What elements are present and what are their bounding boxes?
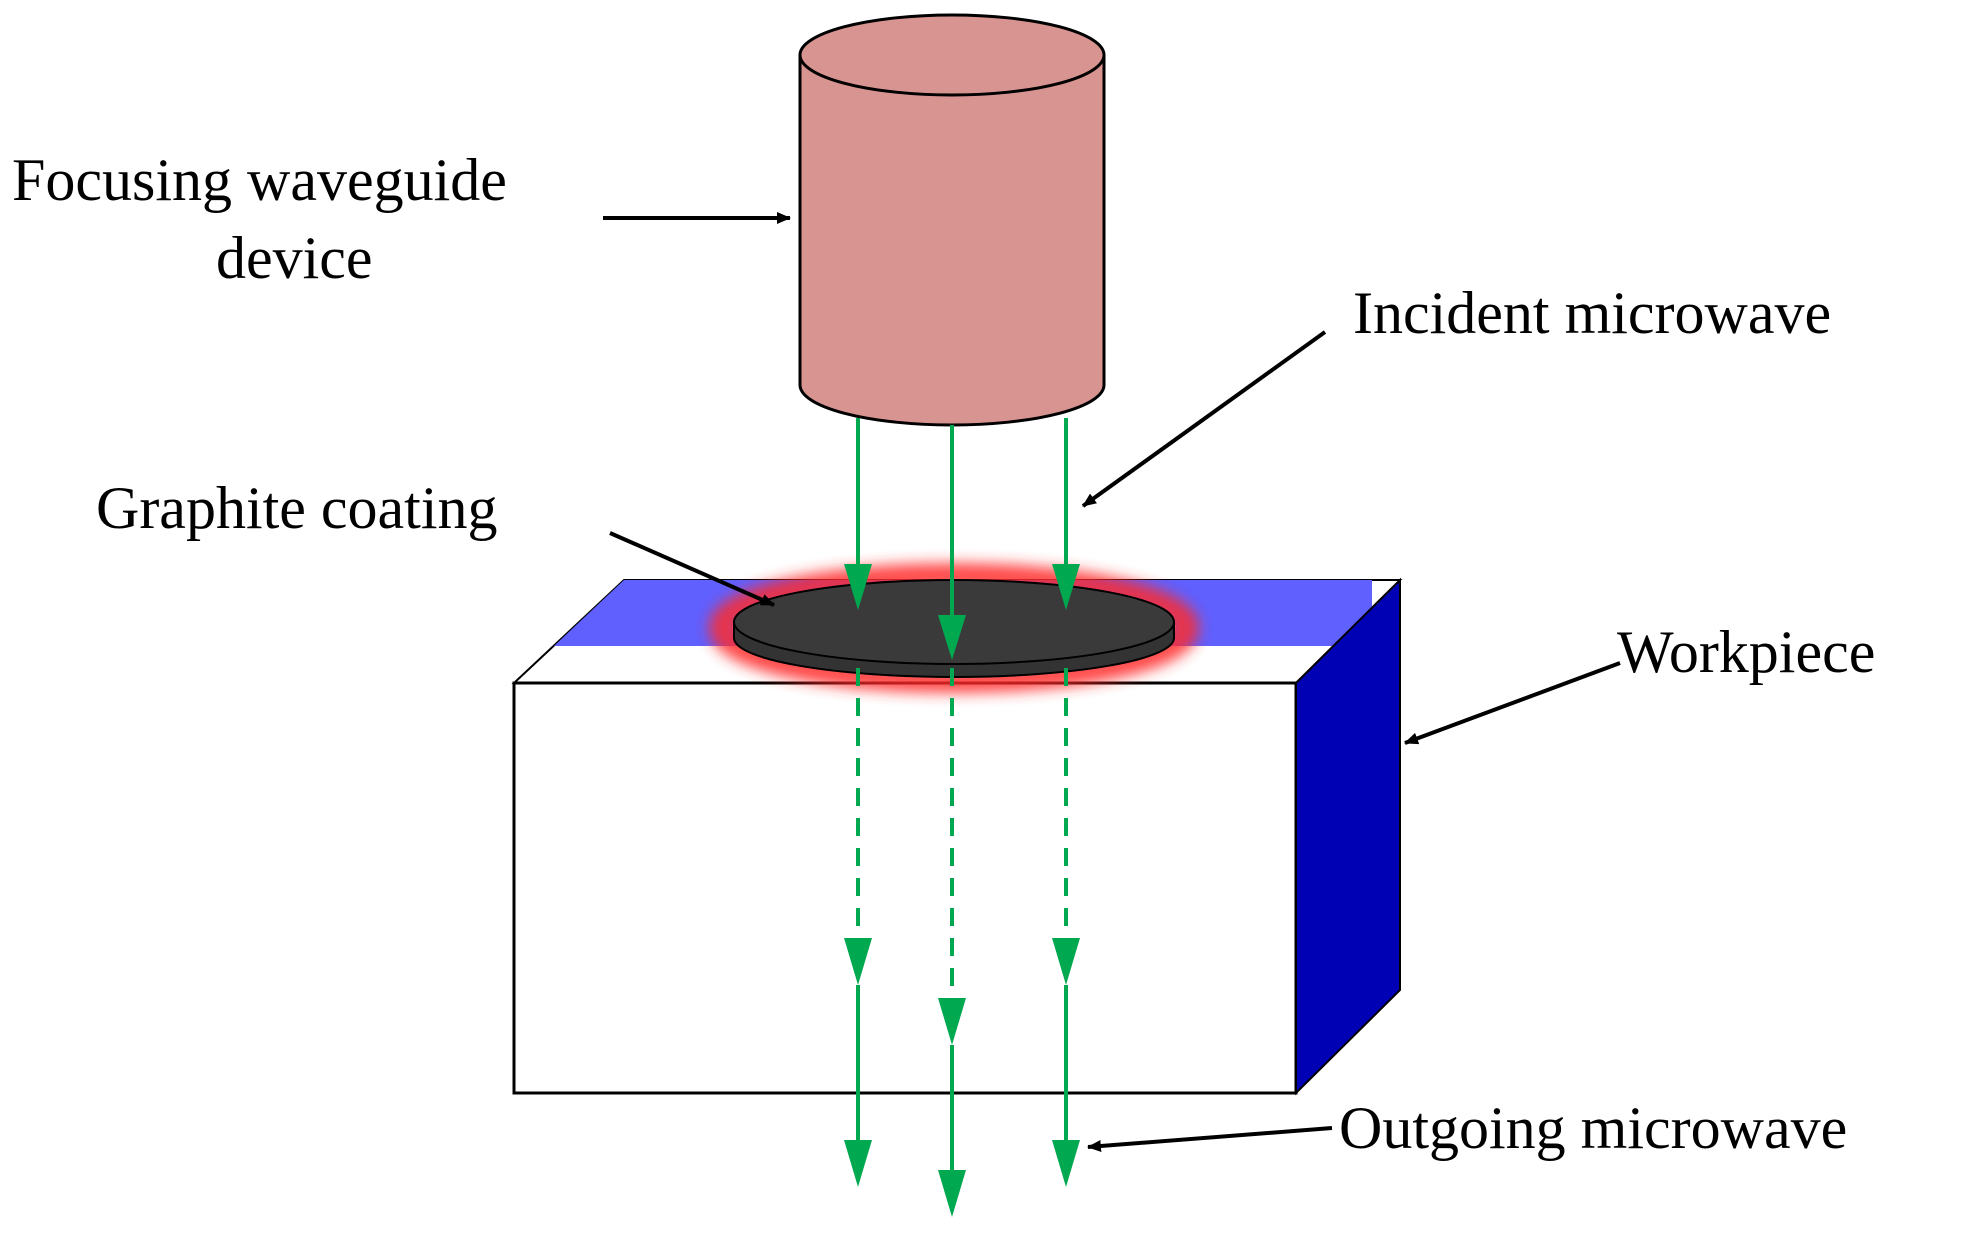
outgoing-arrowhead-right	[1052, 1140, 1080, 1187]
workpiece-leader-arrow	[1404, 661, 1621, 745]
outgoing-arrowhead-center	[938, 1170, 966, 1217]
internal-microwave-rays	[856, 668, 1068, 1005]
workpiece-front-face	[512, 681, 1298, 1095]
waveguide-top	[798, 13, 1106, 97]
leader-arrows	[603, 212, 1621, 1152]
workpiece-side-face	[1295, 577, 1401, 1096]
waveguide-label-line1: Focusing waveguide	[12, 147, 507, 213]
outgoing-microwave-label: Outgoing microwave	[1339, 1095, 1847, 1161]
incident-arrowhead-right	[1052, 564, 1080, 610]
outgoing-leader-arrow	[1087, 1126, 1333, 1152]
internal-arrowhead-center	[938, 998, 966, 1045]
internal-arrowheads	[844, 938, 1080, 1045]
outgoing-arrowhead-left	[844, 1140, 872, 1187]
incident-microwave-label: Incident microwave	[1353, 280, 1831, 346]
workpiece-label: Workpiece	[1617, 619, 1875, 685]
incident-arrowhead-center	[938, 615, 966, 660]
incident-microwave-rays	[844, 418, 1080, 660]
graphite-coating-label: Graphite coating	[96, 475, 498, 541]
waveguide-body	[798, 55, 1106, 427]
graphite-leader-arrow	[609, 531, 775, 607]
internal-arrowhead-left	[844, 938, 872, 985]
internal-arrowhead-right	[1052, 938, 1080, 985]
waveguide-cylinder	[798, 13, 1106, 427]
incident-leader-arrow	[1081, 330, 1327, 508]
waveguide-label-line2: device	[216, 225, 373, 291]
labels: Focusing waveguide device Incident micro…	[12, 147, 1875, 1161]
outgoing-microwave-rays	[844, 985, 1080, 1217]
incident-arrowhead-left	[844, 564, 872, 610]
